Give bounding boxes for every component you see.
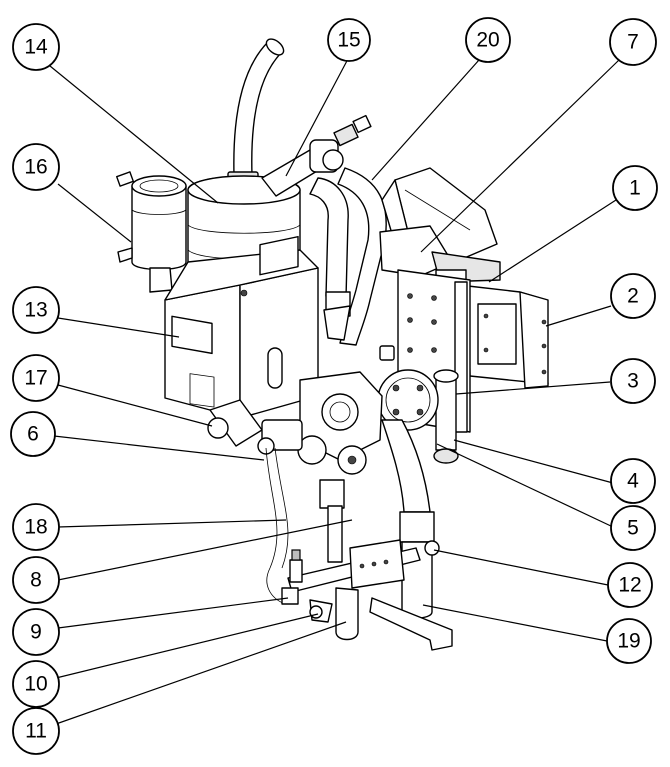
leader-17 bbox=[57, 384, 213, 427]
callout-11: 11 bbox=[12, 707, 60, 755]
leader-2 bbox=[545, 305, 612, 327]
callout-14: 14 bbox=[12, 23, 60, 71]
callout-9: 9 bbox=[12, 608, 60, 656]
callout-17: 17 bbox=[12, 354, 60, 402]
callout-12: 12 bbox=[607, 562, 653, 608]
svg-text:17: 17 bbox=[24, 367, 47, 390]
scraper-blade bbox=[369, 597, 453, 651]
leader-11 bbox=[55, 621, 347, 725]
svg-text:15: 15 bbox=[337, 29, 360, 52]
leader-3 bbox=[455, 381, 611, 395]
leader-7 bbox=[420, 59, 620, 253]
leader-16 bbox=[57, 183, 132, 243]
lower-pipe bbox=[381, 419, 440, 619]
svg-text:18: 18 bbox=[24, 516, 47, 539]
svg-text:4: 4 bbox=[627, 470, 639, 493]
callout-20: 20 bbox=[465, 17, 511, 63]
side-tube-valve bbox=[261, 114, 372, 197]
valve-assembly bbox=[207, 371, 383, 563]
leader-15 bbox=[285, 56, 350, 177]
callout-1: 1 bbox=[612, 165, 658, 211]
top-hose bbox=[233, 41, 283, 176]
svg-text:16: 16 bbox=[24, 156, 47, 179]
callout-6: 6 bbox=[10, 411, 56, 457]
cable-loop bbox=[265, 447, 286, 605]
leader-9 bbox=[57, 597, 289, 629]
leader-12 bbox=[433, 549, 609, 586]
svg-text:20: 20 bbox=[476, 29, 499, 52]
gearbox-housing bbox=[379, 167, 501, 299]
slide-plate bbox=[467, 285, 549, 389]
nozzle-assembly bbox=[309, 587, 359, 641]
callout-7: 7 bbox=[609, 18, 657, 66]
horizontal-bar bbox=[281, 539, 421, 605]
svg-text:19: 19 bbox=[617, 630, 640, 653]
leader-lines bbox=[49, 56, 620, 725]
leader-18 bbox=[57, 519, 287, 528]
callout-15: 15 bbox=[327, 18, 371, 62]
svg-text:2: 2 bbox=[627, 285, 639, 308]
leader-8 bbox=[57, 519, 353, 581]
svg-text:14: 14 bbox=[24, 36, 48, 59]
svg-text:5: 5 bbox=[627, 517, 639, 540]
callout-19: 19 bbox=[606, 618, 652, 664]
callout-3: 3 bbox=[610, 358, 656, 404]
callout-5: 5 bbox=[610, 505, 656, 551]
svg-text:13: 13 bbox=[24, 299, 47, 322]
callout-2: 2 bbox=[610, 273, 656, 319]
dosing-cup bbox=[116, 171, 187, 293]
roller-cylinder bbox=[377, 345, 459, 464]
callout-8: 8 bbox=[12, 556, 60, 604]
leader-5 bbox=[436, 443, 614, 528]
callout-4: 4 bbox=[610, 458, 656, 504]
svg-text:3: 3 bbox=[627, 370, 639, 393]
leader-10 bbox=[55, 613, 319, 679]
assembly-drawing bbox=[116, 38, 549, 651]
leader-14 bbox=[49, 65, 219, 204]
callout-16: 16 bbox=[12, 143, 60, 191]
callout-18: 18 bbox=[12, 503, 60, 551]
callout-13: 13 bbox=[12, 286, 60, 334]
main-housing bbox=[164, 235, 319, 419]
leader-1 bbox=[488, 199, 617, 283]
svg-text:1: 1 bbox=[629, 177, 641, 200]
svg-text:6: 6 bbox=[27, 423, 39, 446]
leader-13 bbox=[57, 317, 180, 338]
callout-10: 10 bbox=[12, 660, 60, 708]
svg-text:12: 12 bbox=[618, 574, 641, 597]
svg-text:10: 10 bbox=[24, 673, 47, 696]
svg-text:11: 11 bbox=[25, 720, 47, 743]
callout-bubbles: 14 15 20 7 16 1 13 2 bbox=[10, 17, 658, 755]
svg-text:7: 7 bbox=[627, 31, 639, 54]
svg-text:9: 9 bbox=[30, 621, 42, 644]
leader-20 bbox=[371, 59, 480, 181]
leader-6 bbox=[53, 435, 265, 461]
svg-text:8: 8 bbox=[30, 569, 42, 592]
leader-19 bbox=[422, 604, 608, 642]
leader-4 bbox=[453, 439, 614, 484]
